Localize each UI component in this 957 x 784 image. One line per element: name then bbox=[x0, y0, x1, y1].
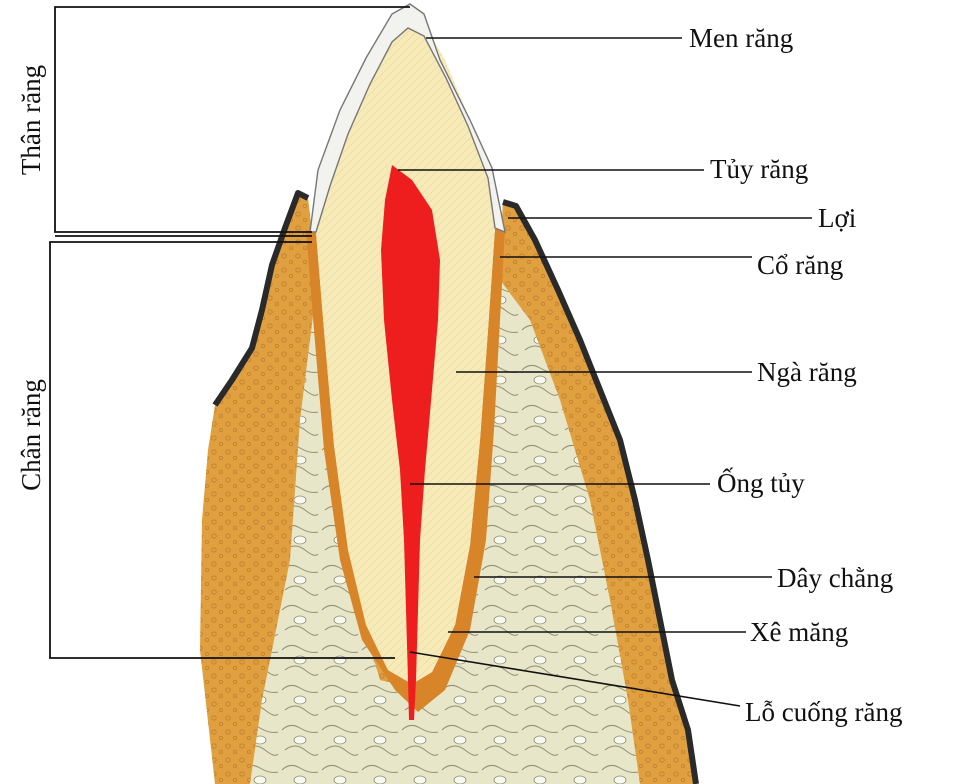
label-men-rang: Men răng bbox=[689, 23, 793, 53]
label-tuy-rang: Tủy răng bbox=[710, 154, 808, 184]
leader-lo-cuong-rang bbox=[410, 652, 740, 706]
than-rang-bracket bbox=[55, 7, 410, 232]
label-lo-cuong-rang: Lỗ cuống răng bbox=[745, 697, 902, 727]
chan-rang-bracket bbox=[50, 242, 395, 658]
label-nga-rang: Ngà răng bbox=[757, 357, 857, 387]
label-loi: Lợi bbox=[818, 203, 856, 233]
label-co-rang: Cổ răng bbox=[757, 250, 843, 280]
label-xe-mang: Xê măng bbox=[750, 617, 848, 647]
chan-rang-label: Chân răng bbox=[16, 379, 46, 491]
label-ong-tuy: Ống tủy bbox=[717, 467, 805, 498]
than-rang-label: Thân răng bbox=[16, 65, 46, 175]
label-day-chang: Dây chằng bbox=[777, 563, 893, 593]
